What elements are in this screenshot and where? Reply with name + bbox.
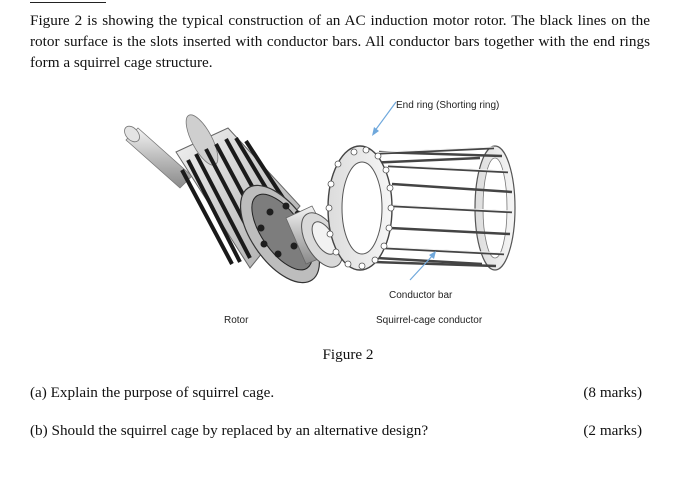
cage-bar-highlights [365, 146, 513, 254]
end-ring-label: End ring (Shorting ring) [396, 100, 500, 111]
end-ring-pointer [373, 101, 397, 133]
conductor-bar-pointer-head [429, 251, 436, 259]
rotor-illustration [124, 114, 343, 284]
figure-caption: Figure 2 [322, 346, 374, 363]
intro-paragraph: Figure 2 is showing the typical construc… [30, 12, 650, 71]
rotor-back-shaft-end [124, 125, 140, 143]
question-a-text: (a) Explain the purpose of squirrel cage… [30, 384, 275, 401]
squirrel-cage-illustration [325, 101, 516, 281]
cage-front-end-ring-inner [341, 161, 383, 255]
conductor-bar-label: Conductor bar [389, 290, 453, 301]
question-b-text: (b) Should the squirrel cage by replaced… [30, 422, 429, 439]
figure-2: End ring (Shorting ring) Conductor bar R… [100, 88, 560, 338]
top-rule [30, 2, 106, 3]
figure-illustration [124, 101, 516, 284]
question-a: (a) Explain the purpose of squirrel cage… [30, 384, 642, 402]
end-ring-pointer-head [372, 127, 379, 136]
question-b-marks: (2 marks) [583, 422, 642, 439]
question-b: (b) Should the squirrel cage by replaced… [30, 422, 642, 440]
rotor-label: Rotor [224, 315, 249, 326]
conductor-bar-pointer [409, 253, 435, 281]
question-a-marks: (8 marks) [583, 384, 642, 401]
squirrel-cage-label: Squirrel-cage conductor [376, 315, 483, 326]
cage-front-ring-holes [325, 146, 395, 270]
